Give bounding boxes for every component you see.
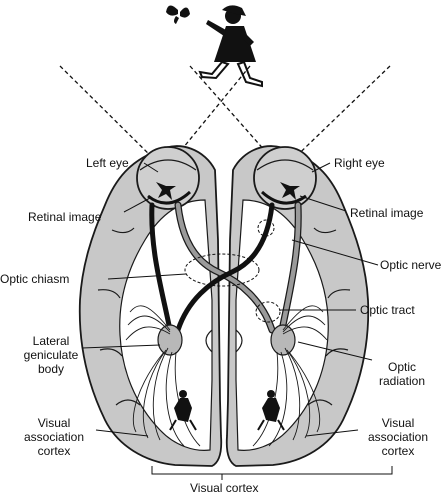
butterfly-icon	[166, 5, 190, 24]
label-visual-association-cortex-right: Visual association cortex	[362, 416, 434, 458]
label-vac-left-line1: Visual	[37, 416, 71, 430]
label-vac-right-line3: cortex	[381, 444, 415, 458]
cortex-image-left-icon	[169, 390, 197, 431]
right-eye-icon	[253, 146, 317, 210]
lateral-geniculate-bodies	[157, 324, 296, 356]
leader-lines	[81, 162, 379, 437]
cortex-image-right-icon	[257, 390, 285, 431]
label-vac-right-line1: Visual	[381, 416, 415, 430]
label-optic-nerve: Optic nerve	[380, 258, 442, 272]
visual-field-lines	[59, 65, 391, 171]
optic-pathways	[149, 201, 302, 334]
label-retinal-image-right: Retinal image	[350, 206, 424, 220]
label-optic-tract: Optic tract	[360, 303, 415, 317]
brain-outline	[78, 145, 370, 467]
label-lgb-line1: Lateral	[32, 334, 70, 348]
label-visual-cortex: Visual cortex	[190, 481, 259, 495]
dashed-highlights	[184, 219, 281, 323]
label-right-eye: Right eye	[334, 156, 385, 170]
label-optic-radiation-line1: Optic	[387, 360, 416, 374]
label-optic-chiasm: Optic chiasm	[0, 272, 70, 286]
label-lgb-line2: geniculate	[23, 348, 79, 362]
label-vac-left-line3: cortex	[37, 444, 71, 458]
label-vac-right-line2: association	[367, 430, 429, 444]
label-lgb-line3: body	[37, 362, 65, 376]
left-eye-icon	[136, 146, 200, 210]
label-visual-association-cortex-left: Visual association cortex	[18, 416, 90, 458]
label-vac-left-line2: association	[23, 430, 85, 444]
girl-figure-icon	[198, 5, 263, 88]
optic-radiations	[125, 305, 328, 447]
label-optic-radiation-line2: radiation	[378, 374, 426, 388]
label-lateral-geniculate-body: Lateral geniculate body	[18, 334, 84, 376]
label-retinal-image-left: Retinal image	[28, 210, 102, 224]
label-left-eye: Left eye	[86, 156, 129, 170]
label-optic-radiation: Optic radiation	[372, 360, 432, 388]
visual-cortex-bracket	[151, 466, 393, 480]
